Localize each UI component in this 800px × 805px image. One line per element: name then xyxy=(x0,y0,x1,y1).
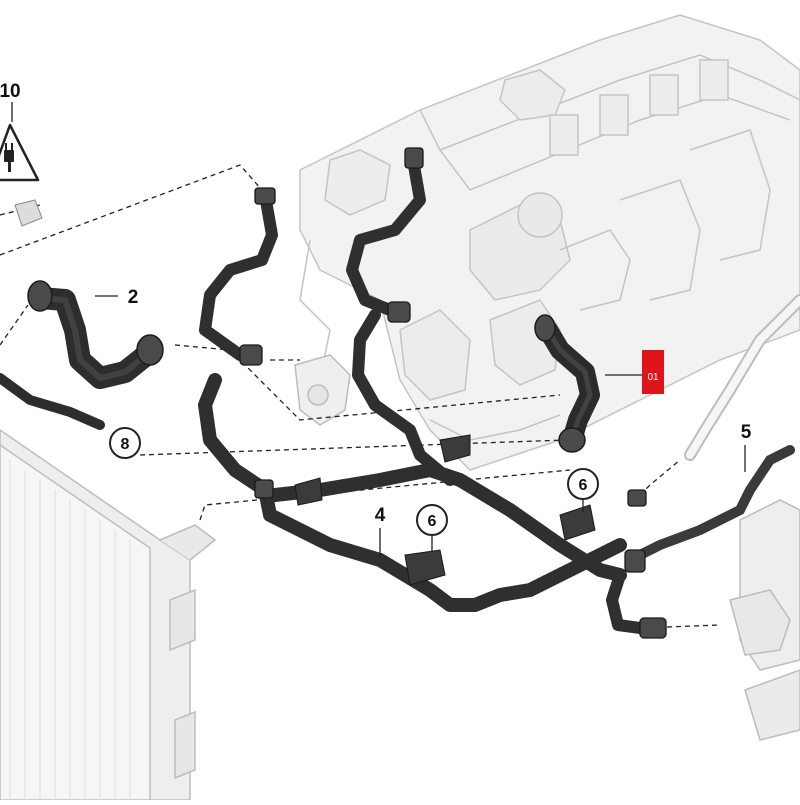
electrical-plug-icon xyxy=(4,143,14,172)
brackets-6 xyxy=(294,434,596,586)
water-pump xyxy=(294,354,351,426)
solid-leaders xyxy=(11,102,746,558)
hose-2-clamps xyxy=(27,280,164,366)
pipe-5 xyxy=(625,294,800,565)
hose-left-small xyxy=(0,373,105,430)
hose-01-ends xyxy=(534,314,586,453)
engine-block xyxy=(299,14,800,471)
callout-2: 2 xyxy=(128,287,139,308)
svg-text:6: 6 xyxy=(579,477,588,494)
thermostat-housing xyxy=(729,499,800,741)
svg-text:8: 8 xyxy=(121,436,130,453)
highlight-label-01: 01 xyxy=(642,350,664,394)
callout-5: 5 xyxy=(741,422,752,443)
circle-callout-8: 8 xyxy=(109,427,141,459)
callout-4: 4 xyxy=(375,505,386,526)
callout-10: 10 xyxy=(0,81,21,102)
circle-callout-6b: 6 xyxy=(567,468,599,512)
circle-callout-6a: 6 xyxy=(416,504,448,552)
hose-2 xyxy=(29,287,161,389)
radiator-fins xyxy=(9,460,131,800)
svg-text:6: 6 xyxy=(428,513,437,530)
hose-01 xyxy=(538,320,600,450)
radiator xyxy=(0,429,217,801)
svg-text:01: 01 xyxy=(647,372,659,383)
sensor-10 xyxy=(14,199,43,227)
hose-connectors xyxy=(239,147,667,639)
hose-4 xyxy=(198,154,646,634)
